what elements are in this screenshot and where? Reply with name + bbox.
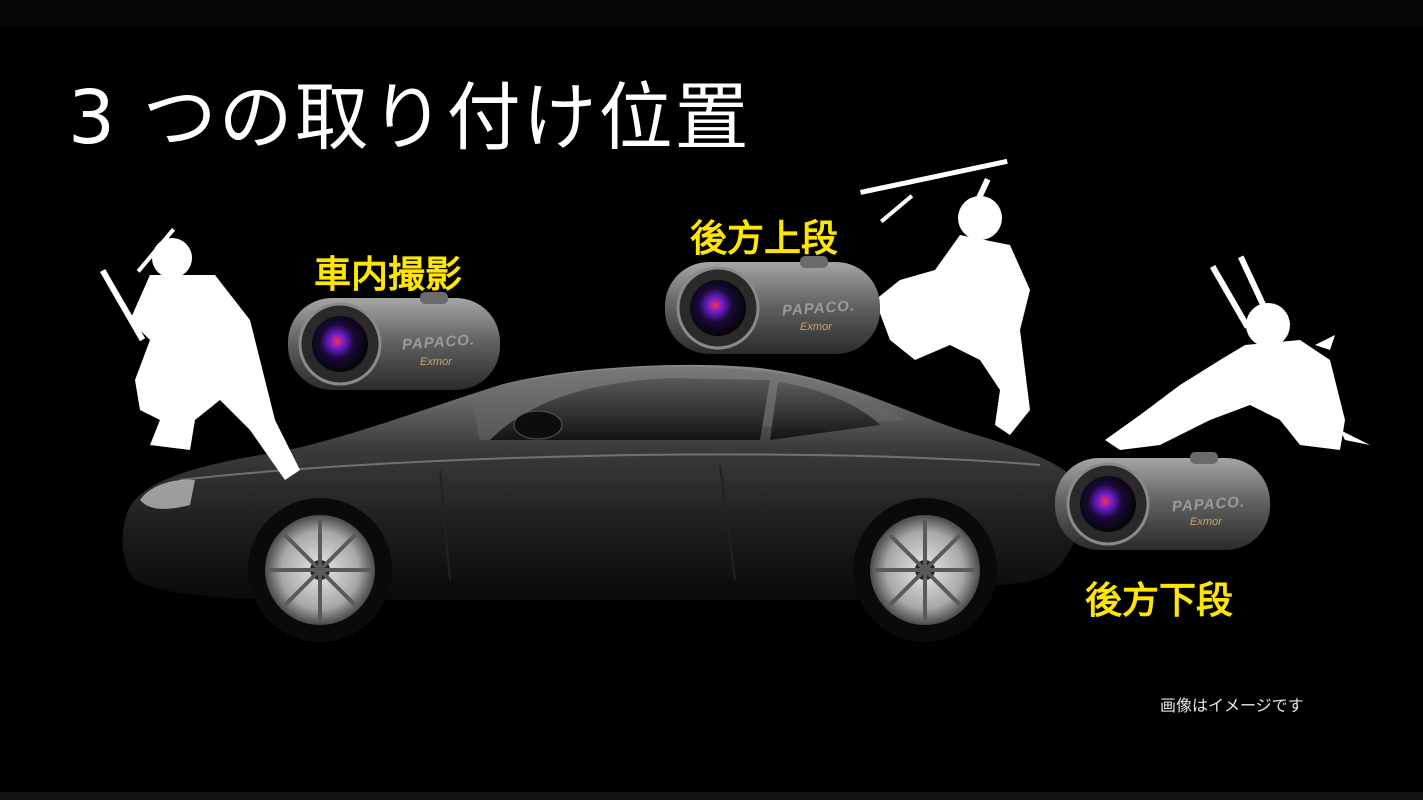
image-disclaimer: 画像はイメージです	[1160, 696, 1304, 715]
label-rear-lower: 後方下段	[1085, 579, 1233, 622]
page-title: 3 つの取り付け位置	[68, 75, 751, 161]
dashcam-icon	[288, 292, 500, 390]
label-rear-upper: 後方上段	[690, 217, 838, 260]
dashcam-icon	[665, 256, 880, 354]
dashcam-icon	[1055, 452, 1270, 550]
ninja-silhouette-icon	[100, 228, 300, 480]
sports-car-icon	[122, 364, 1083, 642]
bottom-border	[0, 792, 1423, 800]
top-border	[0, 0, 1423, 26]
camera-sensor-text: Exmor	[1190, 516, 1222, 528]
label-interior: 車内撮影	[314, 253, 462, 296]
ninja-silhouette-icon	[1105, 255, 1370, 450]
camera-sensor-text: Exmor	[800, 321, 832, 333]
camera-sensor-text: Exmor	[420, 356, 452, 368]
ninja-silhouette-icon	[860, 158, 1030, 435]
